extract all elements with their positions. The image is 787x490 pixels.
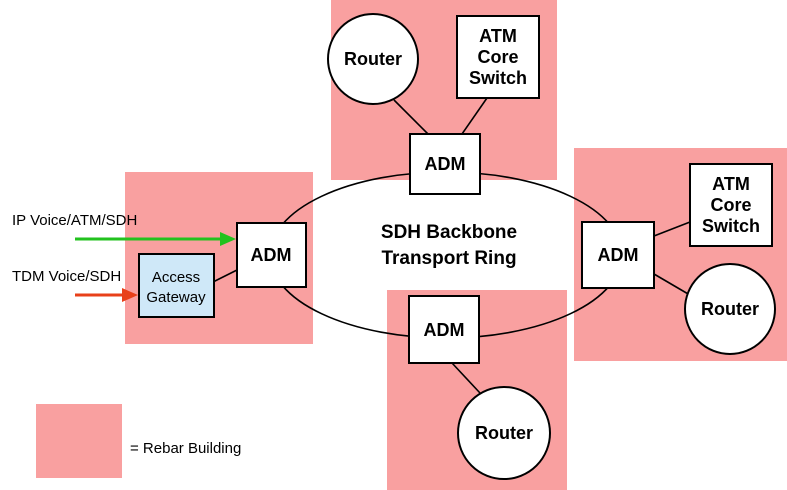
ip-voice-arrow <box>75 232 236 246</box>
svg-text:ADM: ADM <box>425 154 466 174</box>
adm-bottom: ADM <box>408 295 480 364</box>
svg-text:Core: Core <box>477 47 518 67</box>
svg-text:Switch: Switch <box>702 216 760 236</box>
svg-text:ATM: ATM <box>712 174 750 194</box>
adm-right: ADM <box>581 221 655 289</box>
router-bottom: Router <box>457 386 551 480</box>
router-right: Router <box>684 263 776 355</box>
svg-text:Switch: Switch <box>469 68 527 88</box>
svg-text:Access: Access <box>152 269 200 286</box>
svg-text:Router: Router <box>701 299 759 319</box>
ring-subtitle: Transport Ring <box>381 248 516 269</box>
legend-label: = Rebar Building <box>130 440 241 457</box>
svg-text:ADM: ADM <box>598 245 639 265</box>
svg-text:ADM: ADM <box>251 245 292 265</box>
link-adm-bottom-router <box>451 362 481 394</box>
svg-text:ADM: ADM <box>424 320 465 340</box>
ring-title: SDH Backbone <box>381 222 517 243</box>
adm-left: ADM <box>236 222 307 288</box>
svg-text:Router: Router <box>475 423 533 443</box>
svg-text:Router: Router <box>344 49 402 69</box>
link-adm-right-atm <box>653 221 691 237</box>
atm-switch-top: ATM Core Switch <box>456 15 540 99</box>
atm-switch-right: ATM Core Switch <box>689 163 773 247</box>
link-adm-top-atm <box>461 97 488 135</box>
legend-swatch <box>36 404 122 478</box>
adm-top: ADM <box>409 133 481 195</box>
ip-voice-label: IP Voice/ATM/SDH <box>12 212 137 229</box>
router-top: Router <box>327 13 419 105</box>
svg-text:ATM: ATM <box>479 26 517 46</box>
link-adm-top-router <box>393 99 429 135</box>
svg-text:Gateway: Gateway <box>146 289 206 306</box>
svg-text:Core: Core <box>710 195 751 215</box>
tdm-voice-arrow <box>75 288 138 302</box>
tdm-voice-label: TDM Voice/SDH <box>12 268 121 285</box>
access-gateway: Access Gateway <box>138 253 215 318</box>
